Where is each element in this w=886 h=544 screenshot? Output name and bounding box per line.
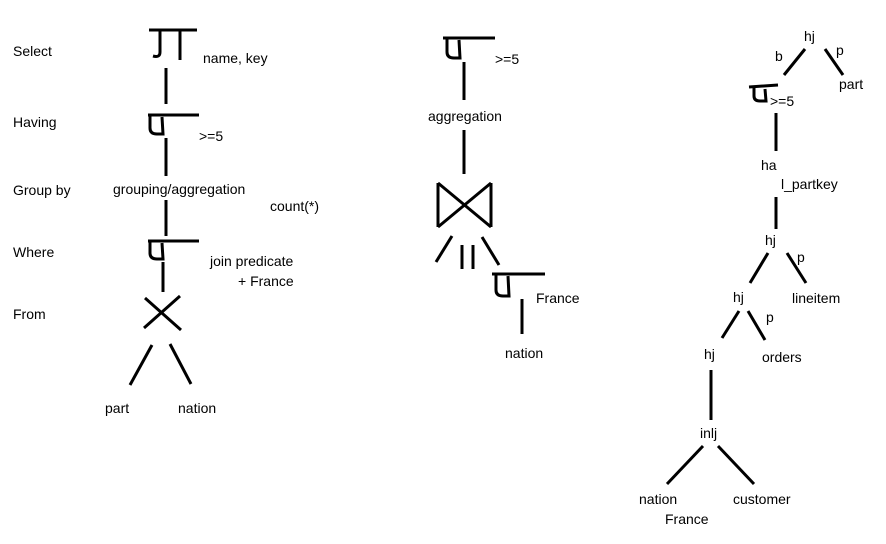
edge xyxy=(720,310,741,339)
relation-nation: nation xyxy=(639,491,677,507)
edge xyxy=(128,344,154,386)
aggregate-label: count(*) xyxy=(270,198,319,214)
edge xyxy=(168,343,193,385)
from-label: From xyxy=(13,306,46,322)
root-hash-join: hj xyxy=(804,28,815,44)
join-bowtie-symbol xyxy=(436,181,493,229)
filter-selection-symbol xyxy=(748,83,779,103)
group-key: l_partkey xyxy=(781,176,838,192)
where-condition-1: join predicate xyxy=(209,253,293,269)
relation-part: part xyxy=(105,400,129,416)
edge xyxy=(785,252,808,284)
edge xyxy=(748,252,770,284)
group-by-label: Group by xyxy=(13,182,71,198)
select-label: Select xyxy=(13,43,52,59)
optimized-plan: >=5 aggregation France nation xyxy=(428,36,580,361)
having-selection-symbol xyxy=(443,36,495,60)
join-input-edges xyxy=(434,235,501,269)
filter-selection-symbol xyxy=(492,272,545,298)
relation-part: part xyxy=(839,76,863,92)
hash-join-2: hj xyxy=(765,232,776,248)
probe-label-3: p xyxy=(766,309,774,325)
relation-customer: customer xyxy=(733,491,791,507)
filter-condition: >=5 xyxy=(770,93,794,109)
having-label: Having xyxy=(13,114,57,130)
logical-plan: name, key >=5 grouping/aggregation count… xyxy=(105,28,319,416)
clause-labels: Select Having Group by Where From xyxy=(13,43,71,322)
build-side-label: b xyxy=(775,48,783,64)
where-condition-2: + France xyxy=(238,273,294,289)
where-label: Where xyxy=(13,244,54,260)
having-selection-symbol xyxy=(148,113,199,136)
having-condition: >=5 xyxy=(199,128,223,144)
hash-join-4: hj xyxy=(704,346,715,362)
edge xyxy=(746,310,767,341)
where-selection-symbol xyxy=(148,239,199,261)
edge xyxy=(823,48,845,76)
projection-symbol xyxy=(149,28,197,60)
hash-aggregate: ha xyxy=(761,157,777,173)
probe-label-2: p xyxy=(797,249,805,265)
edge xyxy=(782,48,807,76)
relation-nation: nation xyxy=(505,345,543,361)
having-condition: >=5 xyxy=(495,51,519,67)
edge xyxy=(665,444,705,486)
index-nested-loop-join: inlj xyxy=(700,425,717,441)
filter-condition: France xyxy=(536,290,580,306)
probe-side-label: p xyxy=(836,42,844,58)
projection-attrs: name, key xyxy=(203,50,268,66)
nation-filter: France xyxy=(665,511,709,527)
relation-lineitem: lineitem xyxy=(792,290,840,306)
edge xyxy=(716,444,756,486)
hash-join-3: hj xyxy=(733,289,744,305)
physical-plan: hj b p part >=5 ha l_partkey hj p lineit… xyxy=(639,28,863,527)
aggregation-label: aggregation xyxy=(428,108,502,124)
cross-product-symbol xyxy=(143,294,182,332)
relation-nation: nation xyxy=(178,400,216,416)
relation-orders: orders xyxy=(762,349,802,365)
grouping-label: grouping/aggregation xyxy=(113,181,245,197)
